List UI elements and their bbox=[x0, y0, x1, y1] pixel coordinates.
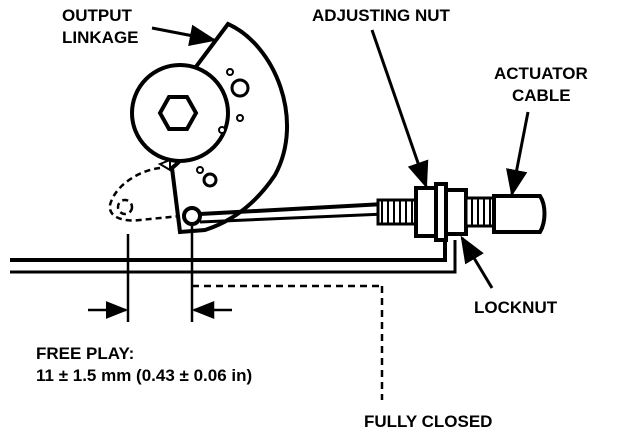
adjusting-nut-arrow bbox=[370, 29, 429, 189]
actuator-cable-label-line1: ACTUATOR bbox=[494, 64, 588, 83]
output-linkage-label-line2: LINKAGE bbox=[62, 28, 139, 47]
free-play-title: FREE PLAY: bbox=[36, 344, 135, 363]
fully-closed-reference bbox=[192, 284, 384, 400]
free-play-value: 11 ± 1.5 mm (0.43 ± 0.06 in) bbox=[36, 366, 253, 385]
adjusting-nut-label: ADJUSTING NUT bbox=[312, 6, 450, 25]
actuator-cable-housing bbox=[492, 194, 547, 234]
actuator-cable-arrow bbox=[506, 111, 530, 197]
locknut-label: LOCKNUT bbox=[474, 298, 558, 317]
fully-closed-label: FULLY CLOSED bbox=[364, 412, 493, 431]
leader-arrows bbox=[151, 24, 530, 289]
output-linkage-arrow bbox=[151, 24, 217, 46]
base-plate bbox=[10, 240, 457, 274]
locknut bbox=[444, 188, 468, 236]
cable-wire bbox=[199, 202, 386, 224]
adjusting-nut bbox=[414, 186, 438, 238]
linkage-alt-position bbox=[108, 166, 181, 222]
threaded-rod bbox=[376, 198, 418, 226]
locknut-arrow bbox=[460, 235, 494, 289]
output-linkage bbox=[130, 21, 290, 235]
cable-threads bbox=[464, 196, 496, 228]
actuator-cable-label-line2: CABLE bbox=[512, 86, 571, 105]
free-play-dimension bbox=[88, 226, 232, 322]
output-linkage-label-line1: OUTPUT bbox=[62, 6, 132, 25]
